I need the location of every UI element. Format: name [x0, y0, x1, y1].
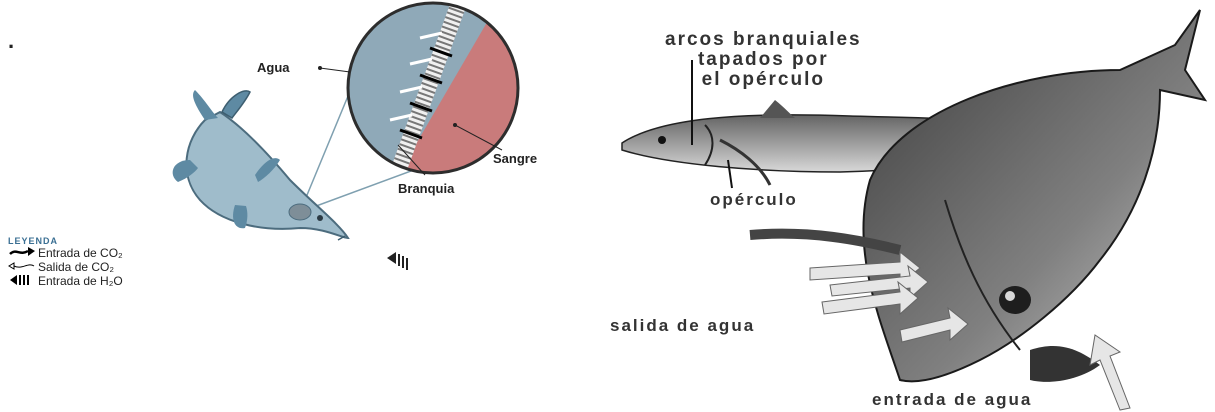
water-flow-graphic — [621, 9, 1208, 411]
fish-eye — [317, 215, 323, 221]
label-gill-arches: arcos branquiales tapados por el opércul… — [665, 29, 862, 90]
fish-illustration — [172, 90, 350, 241]
gill-exchange-diagram: . Agua Sangre Branquia LEYENDA Entrada d… — [0, 0, 600, 412]
operculum-pointer-line — [727, 159, 733, 189]
gill-diagram-graphic — [172, 1, 520, 270]
legend-item-co2-in: Entrada de CO₂ — [8, 246, 194, 260]
legend-title: LEYENDA — [8, 236, 59, 246]
agua-leader — [319, 67, 351, 73]
branquia-leader — [397, 144, 426, 176]
striped-arrow-icon — [8, 274, 38, 289]
label-branquia: Branquia — [398, 181, 455, 196]
large-fish-illustration — [749, 9, 1208, 383]
water-arrows — [809, 250, 1131, 411]
gill-patch — [288, 203, 312, 221]
label-agua: Agua — [257, 60, 290, 75]
legend-item-co2-out: Salida de CO₂ — [8, 260, 194, 274]
black-arrow-icon — [8, 246, 38, 261]
label-operculum: opérculo — [710, 190, 798, 209]
striped-arrow-icon — [387, 252, 408, 270]
dot-marker: . — [8, 28, 15, 53]
label-water-out: salida de agua — [610, 316, 756, 335]
fish-water-flow-diagram: arcos branquiales tapados por el opércul… — [600, 0, 1215, 412]
magnified-gill-circle — [346, 1, 520, 175]
legend-item-h2o-in: Entrada de H₂O — [8, 274, 194, 288]
legend: LEYENDA Entrada de CO₂ Salida de CO₂ Ent… — [8, 236, 194, 288]
sangre-leader — [454, 124, 503, 151]
white-arrow-icon — [8, 260, 38, 275]
label-water-in: entrada de agua — [872, 390, 1033, 409]
label-sangre: Sangre — [493, 151, 538, 166]
